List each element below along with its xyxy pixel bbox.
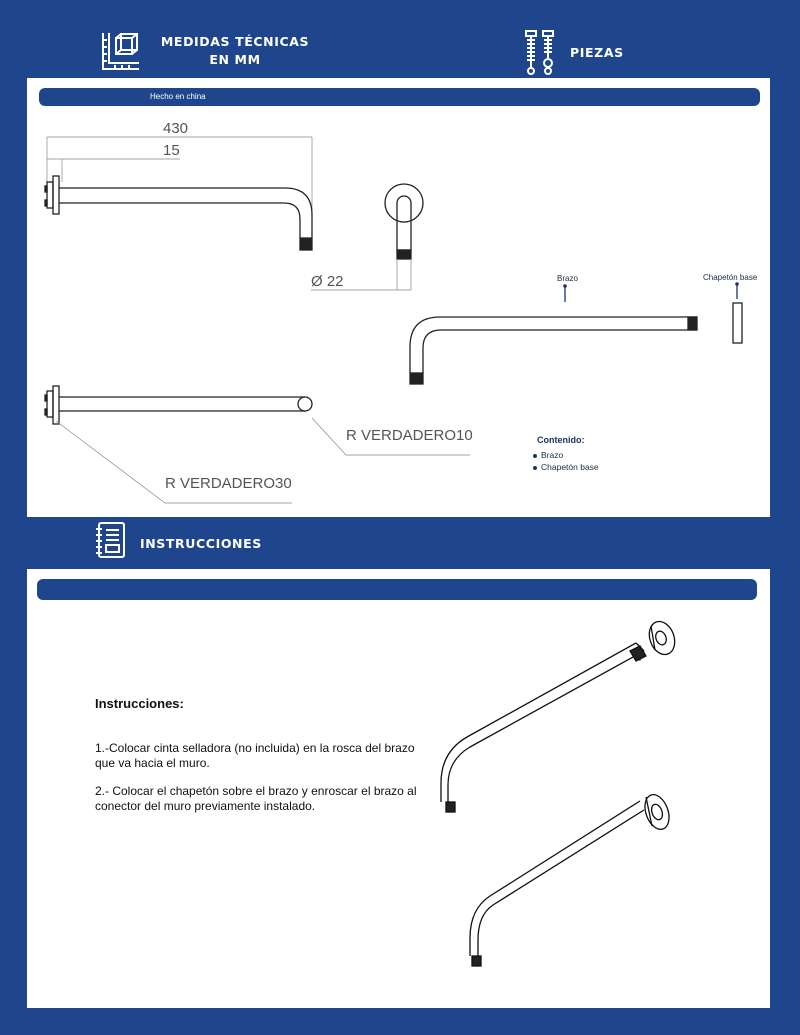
instruction-step-2: 2.- Colocar el chapetón sobre el brazo y…	[95, 784, 417, 813]
medidas-title-line2: EN MM	[209, 52, 261, 67]
brazo-label: Brazo	[557, 274, 578, 283]
dim-line-15	[47, 158, 180, 182]
chapeton-label: Chapetón base	[703, 273, 758, 282]
bend-radius-large-label: R VERDADERO30	[165, 475, 292, 492]
dim-line-diameter	[311, 259, 412, 291]
instructions-title: Instrucciones:	[95, 696, 184, 711]
piezas-title: PIEZAS	[570, 45, 624, 60]
instrucciones-title: INSTRUCCIONES	[140, 536, 262, 551]
diameter-value: 22	[326, 273, 344, 290]
bolts-icon	[525, 30, 554, 75]
instruction-step-1: 1.-Colocar cinta selladora (no incluida)…	[95, 741, 415, 770]
bullet-dot	[533, 465, 537, 470]
instructions-bar	[37, 579, 757, 600]
contenido-item-label: Chapetón base	[541, 462, 599, 472]
instructions-panel	[27, 569, 770, 1008]
technical-drawing	[44, 136, 743, 504]
contenido-item-label: Brazo	[541, 450, 564, 460]
wall-offset-label: 15	[163, 142, 180, 159]
ruler-square-icon	[102, 33, 139, 70]
notebook-icon	[96, 522, 125, 558]
origin-bar	[39, 88, 760, 106]
technical-panel	[27, 78, 770, 517]
medidas-title-line1: MEDIDAS TÉCNICAS	[160, 34, 310, 49]
contenido-item-chapeton: Chapetón base	[533, 462, 599, 472]
total-length-label: 430	[163, 120, 189, 137]
bullet-dot	[533, 453, 537, 458]
bend-radius-small-label: R VERDADERO10	[346, 427, 473, 444]
diameter-label: Ø 22	[311, 273, 344, 290]
medidas-title: MEDIDAS TÉCNICAS EN MM	[150, 34, 320, 67]
contenido-title: Contenido:	[537, 435, 585, 445]
diameter-symbol: Ø	[311, 273, 323, 290]
origin-label: Hecho en china	[150, 92, 206, 101]
contenido-item-brazo: Brazo	[533, 450, 563, 460]
